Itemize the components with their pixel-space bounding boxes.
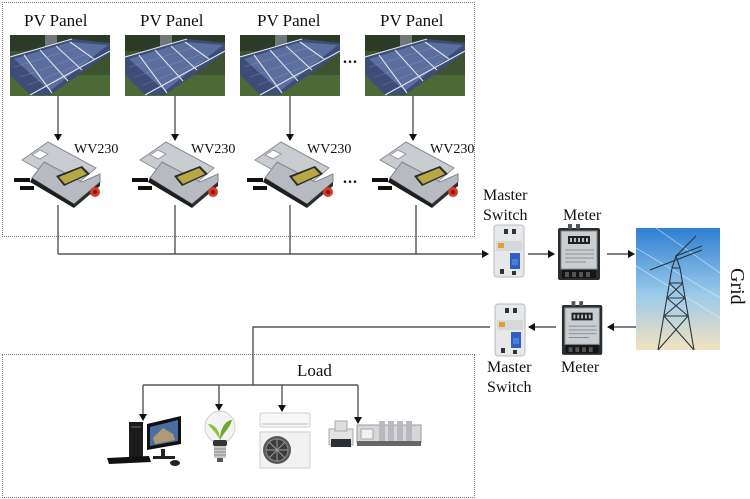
master-switch-image-import [491,302,529,358]
meter-image-export [556,222,606,284]
industrial-machine-icon [328,420,422,447]
meter-label-export: Meter [563,207,602,224]
inverter-model-label: WV230 [430,142,475,157]
pv-panel-image [10,35,110,96]
switch-to-load-wire [252,326,490,385]
load-enclosure [2,354,475,498]
pv-panel-label: PV Panel [140,11,204,30]
master-switch-image-export [490,223,528,279]
master-switch-label-import: Master Switch [487,358,531,398]
micro-inverter-image [245,140,345,208]
grid-tower-image [636,228,720,350]
pv-panel-label: PV Panel [257,11,321,30]
pv-panel-image [240,35,340,96]
meter-image-import [560,298,608,360]
master-switch-label-line1: Master [483,187,528,204]
pv-panel-label: PV Panel [24,11,88,30]
air-conditioner-icon [259,412,311,469]
inverter-model-label: WV230 [307,142,352,157]
more-inverters-ellipsis: ... [343,170,358,187]
inverter-model-label: WV230 [191,142,236,157]
pv-panel-label: PV Panel [380,11,444,30]
load-label: Load [297,361,332,380]
pv-panel-image [125,35,225,96]
pv-array-enclosure [2,2,475,237]
micro-inverter-image [370,140,470,208]
meter-label-import: Meter [561,359,600,376]
pv-panel-image [365,35,465,96]
master-switch-label-line2: Switch [487,379,532,396]
light-bulb-icon [204,410,236,462]
micro-inverter-image [12,140,112,208]
micro-inverter-image [130,140,230,208]
computer-icon [107,416,181,466]
inverter-model-label: WV230 [74,142,119,157]
master-switch-label-export: Master Switch [483,186,527,226]
grid-label: Grid [726,268,748,305]
more-panels-ellipsis: ... [343,50,358,67]
master-switch-label-line1: Master [487,359,532,376]
master-switch-label-line2: Switch [483,207,528,224]
